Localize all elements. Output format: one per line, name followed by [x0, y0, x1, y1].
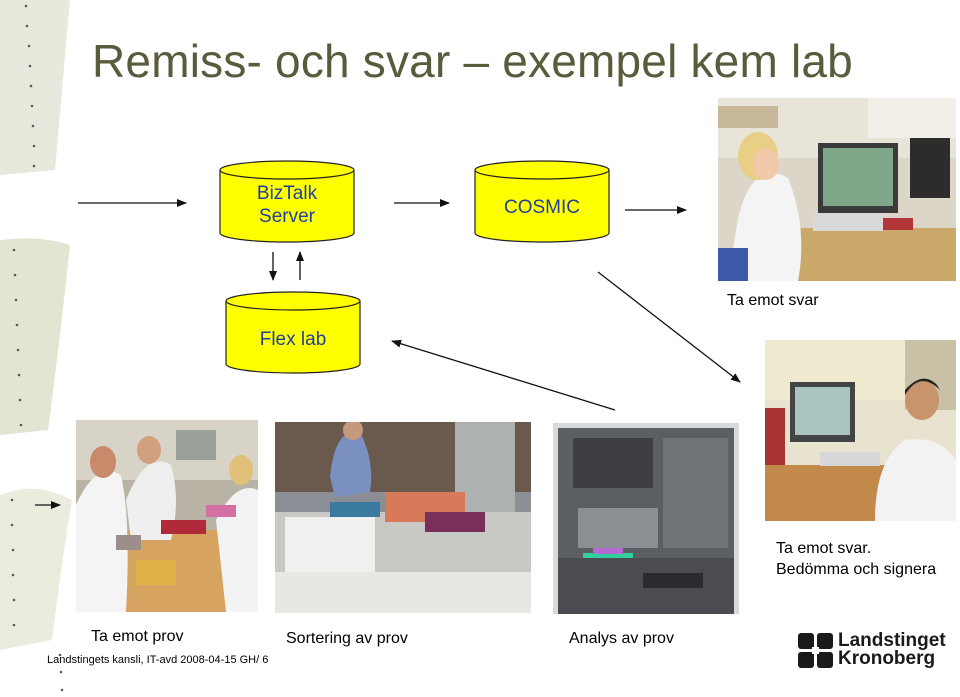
- photo-doctor-at-computer: [765, 340, 956, 521]
- cylinder-shape: [219, 160, 355, 243]
- background-decoration: [0, 0, 72, 692]
- caption-ta-emot-svar-line1: Ta emot svar.: [776, 540, 872, 557]
- biztalk-server-cylinder: BizTalk Server: [219, 160, 355, 244]
- caption-analys: Analys av prov: [569, 630, 674, 647]
- caption-ta-emot-svar-line2: Bedömma och signera: [776, 561, 937, 578]
- caption-sortering: Sortering av prov: [286, 630, 408, 647]
- caption-ta-emot-prov: Ta emot prov: [91, 628, 184, 645]
- cylinder-shape: [225, 291, 361, 374]
- arrow-to-flexlab: [391, 339, 616, 411]
- logo-text: Landstinget Kronoberg: [838, 630, 946, 669]
- footer-text: Landstingets kansli, IT-avd 2008-04-15 G…: [47, 654, 269, 666]
- cylinder-shape: [474, 160, 610, 243]
- logo-line1: Landstinget: [838, 630, 946, 651]
- photo-sorting-samples: [275, 422, 531, 613]
- photo-receiving-samples: [76, 420, 258, 612]
- flex-lab-cylinder: Flex lab: [225, 291, 361, 375]
- biztalk-label: BizTalk Server: [256, 183, 318, 227]
- flex-lab-label: Flex lab: [259, 329, 327, 350]
- photo-analyzer: [553, 423, 739, 614]
- logo-mark-icon: [798, 633, 833, 668]
- logo-line2: Kronoberg: [838, 648, 936, 669]
- page-title: Remiss- och svar – exempel kem lab: [92, 35, 853, 87]
- photo-nurse-at-computer: [718, 98, 956, 281]
- cosmic-cylinder: COSMIC: [474, 160, 610, 244]
- landstinget-kronoberg-logo: Landstinget Kronoberg: [798, 630, 958, 672]
- caption-ta-emot-svar-top: Ta emot svar: [727, 292, 819, 309]
- arrow-to-doctor: [597, 271, 741, 383]
- cosmic-label: COSMIC: [504, 197, 580, 218]
